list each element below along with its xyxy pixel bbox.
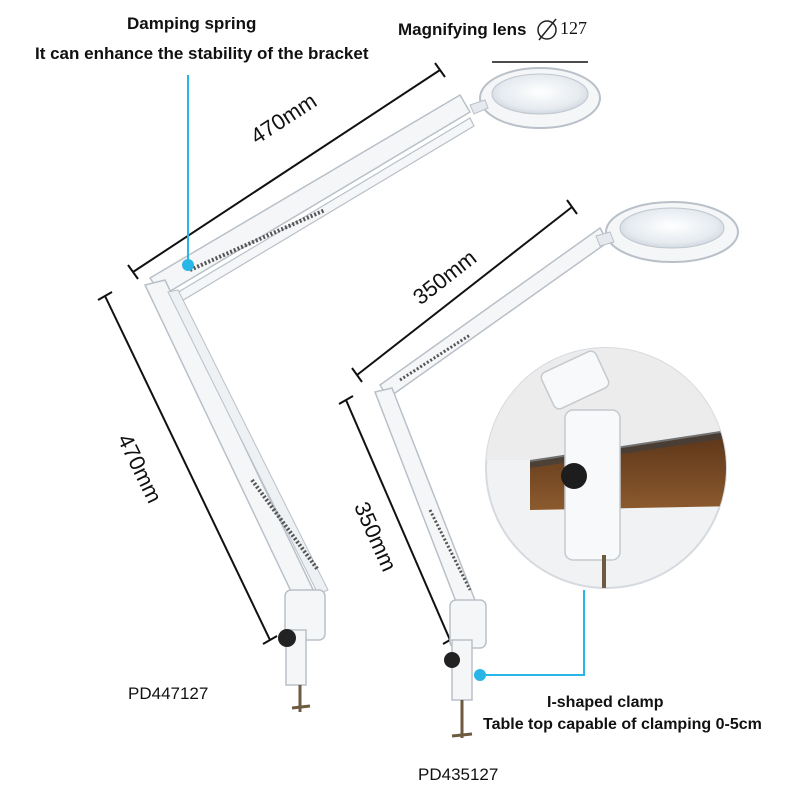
diameter-icon: [537, 18, 557, 41]
spring-title: Damping spring: [127, 14, 257, 33]
callout-clamp-line: [474, 590, 585, 681]
lens-diameter: 127: [560, 18, 587, 38]
clamp-detail-circle: [485, 347, 727, 589]
dimension-line-large-lower: [97, 291, 278, 645]
model-large: PD447127: [128, 684, 209, 703]
callout-spring-line: [182, 75, 194, 271]
small-lens-head: [595, 201, 739, 263]
large-base-clamp: [278, 589, 326, 712]
model-small: PD435127: [418, 765, 499, 784]
small-lamp: [338, 199, 739, 738]
dimension-line-small-upper: [351, 199, 578, 383]
small-lower-arm: [373, 387, 480, 613]
clamp-title: I-shaped clamp: [547, 694, 664, 711]
spring-description: It can enhance the stability of the brac…: [35, 44, 369, 63]
large-lamp: [97, 62, 601, 712]
large-lens-head: [469, 67, 601, 129]
small-base-clamp: [444, 599, 487, 738]
lens-label: Magnifying lens: [398, 20, 527, 39]
dimension-line-large-upper: [127, 62, 446, 280]
large-lower-arm: [143, 279, 329, 607]
clamp-description: Table top capable of clamping 0-5cm: [483, 716, 762, 733]
